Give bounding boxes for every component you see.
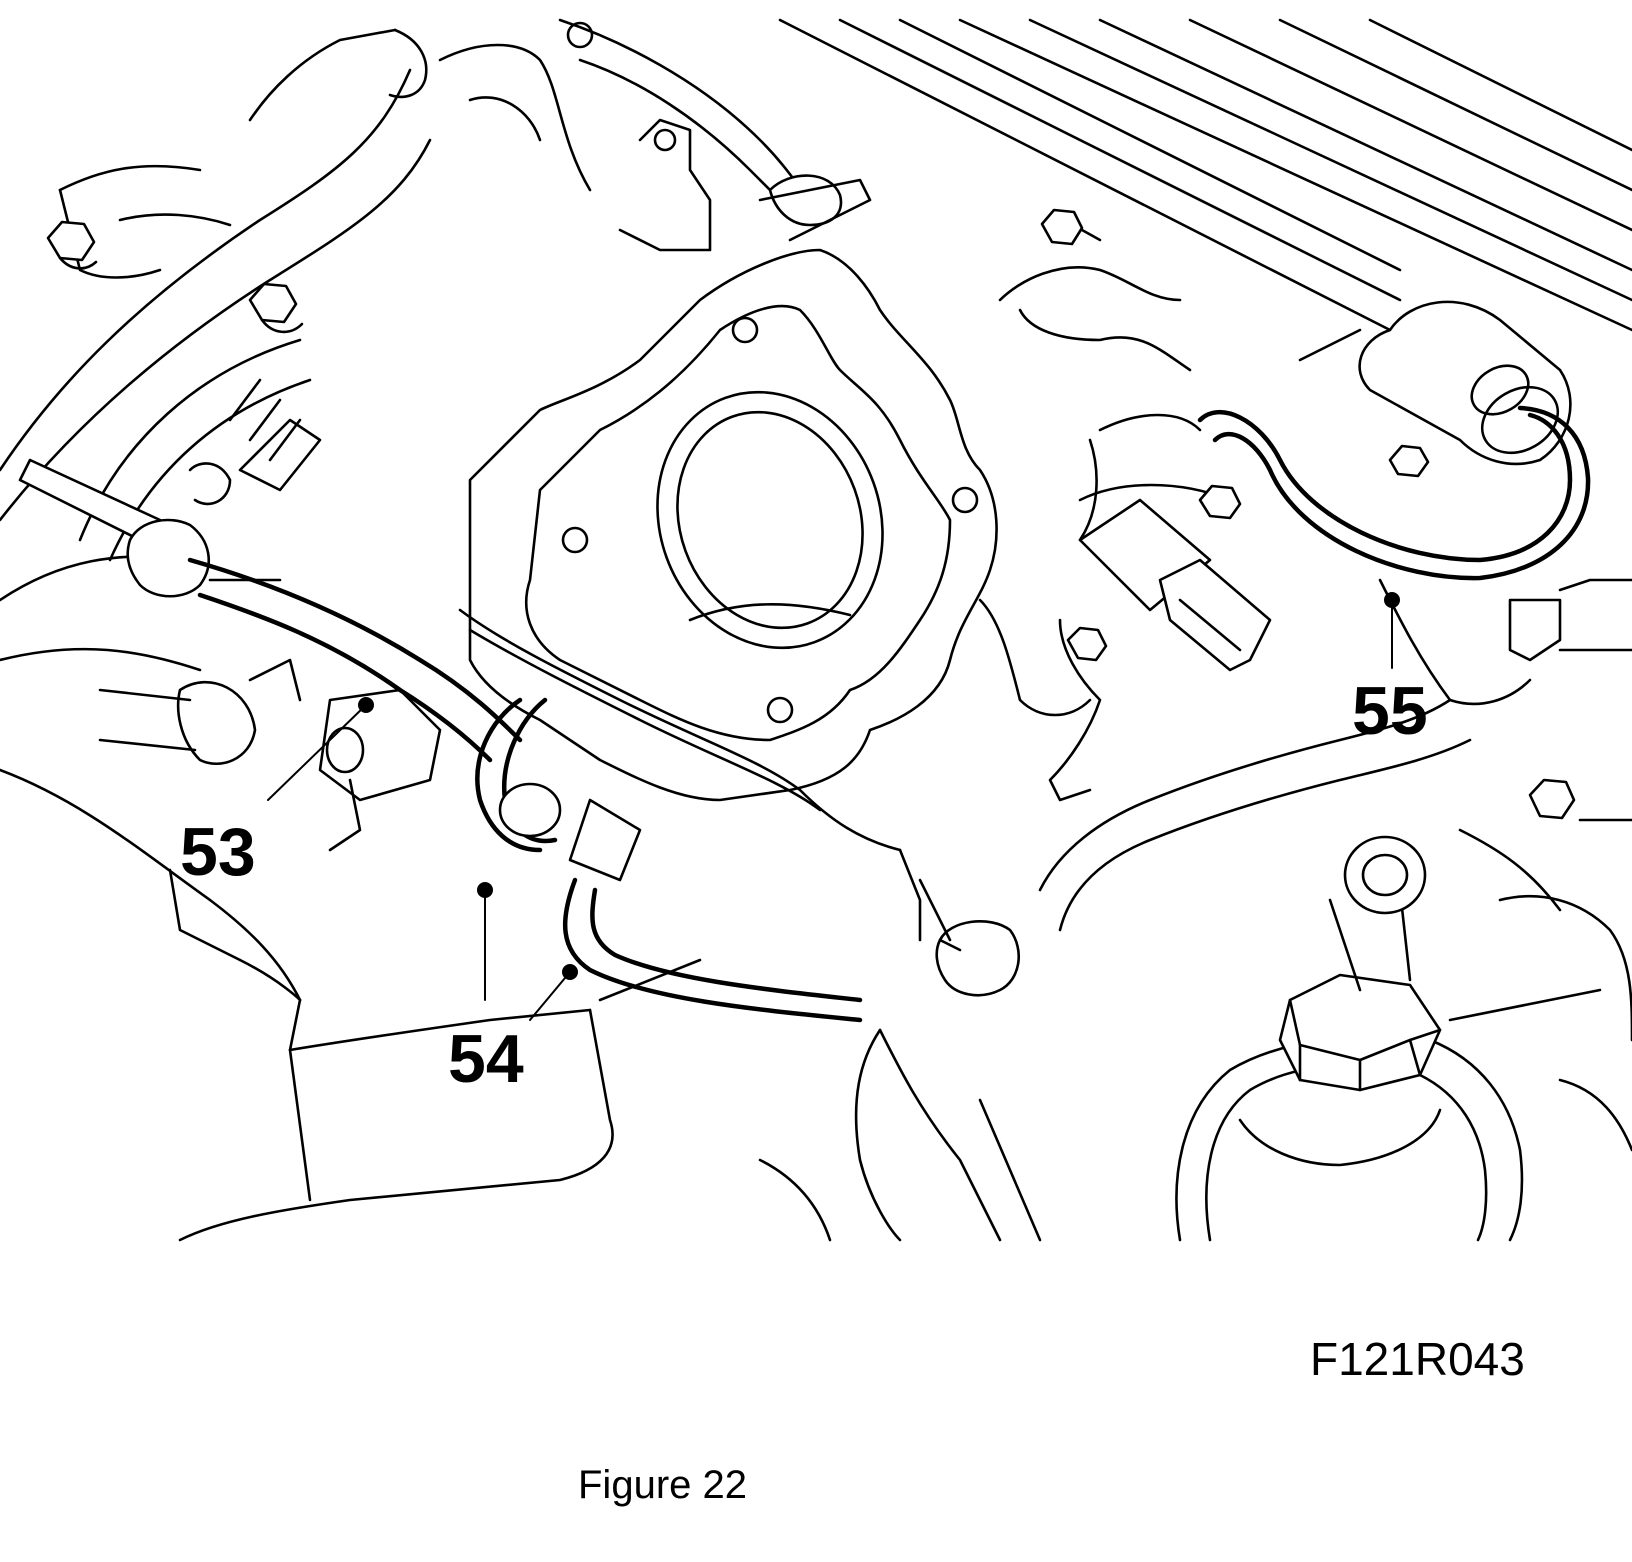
bolt-upper-left-1	[46, 220, 98, 270]
filter-cap	[1175, 778, 1632, 1242]
hose-53	[18, 458, 523, 763]
callout-leader-54	[477, 882, 578, 1021]
callout-54: 54	[448, 1021, 524, 1097]
throttle-body	[468, 248, 998, 802]
cable-connector	[918, 878, 1020, 997]
upper-right-rails	[778, 18, 1632, 362]
top-hose	[558, 18, 872, 242]
lower-tray	[168, 868, 1042, 1242]
callout-53: 53	[180, 814, 256, 890]
bracket-53	[98, 658, 442, 852]
callout-leader-55	[1384, 592, 1400, 669]
right-connector	[1508, 578, 1632, 662]
hose-55	[1197, 405, 1591, 581]
figure-caption: Figure 22	[578, 1463, 747, 1507]
callout-55: 55	[1352, 673, 1428, 749]
idle-valve	[1048, 444, 1430, 802]
figure-code: F121R043	[1310, 1333, 1525, 1385]
top-bracket	[618, 118, 712, 252]
callout-leader-53	[267, 697, 374, 801]
intake-shell	[458, 266, 1532, 942]
right-cylinder	[1358, 300, 1572, 466]
bolt-upper-left-2	[248, 282, 304, 334]
hose-54	[475, 697, 863, 1023]
bolt-upper-right	[1040, 208, 1102, 246]
